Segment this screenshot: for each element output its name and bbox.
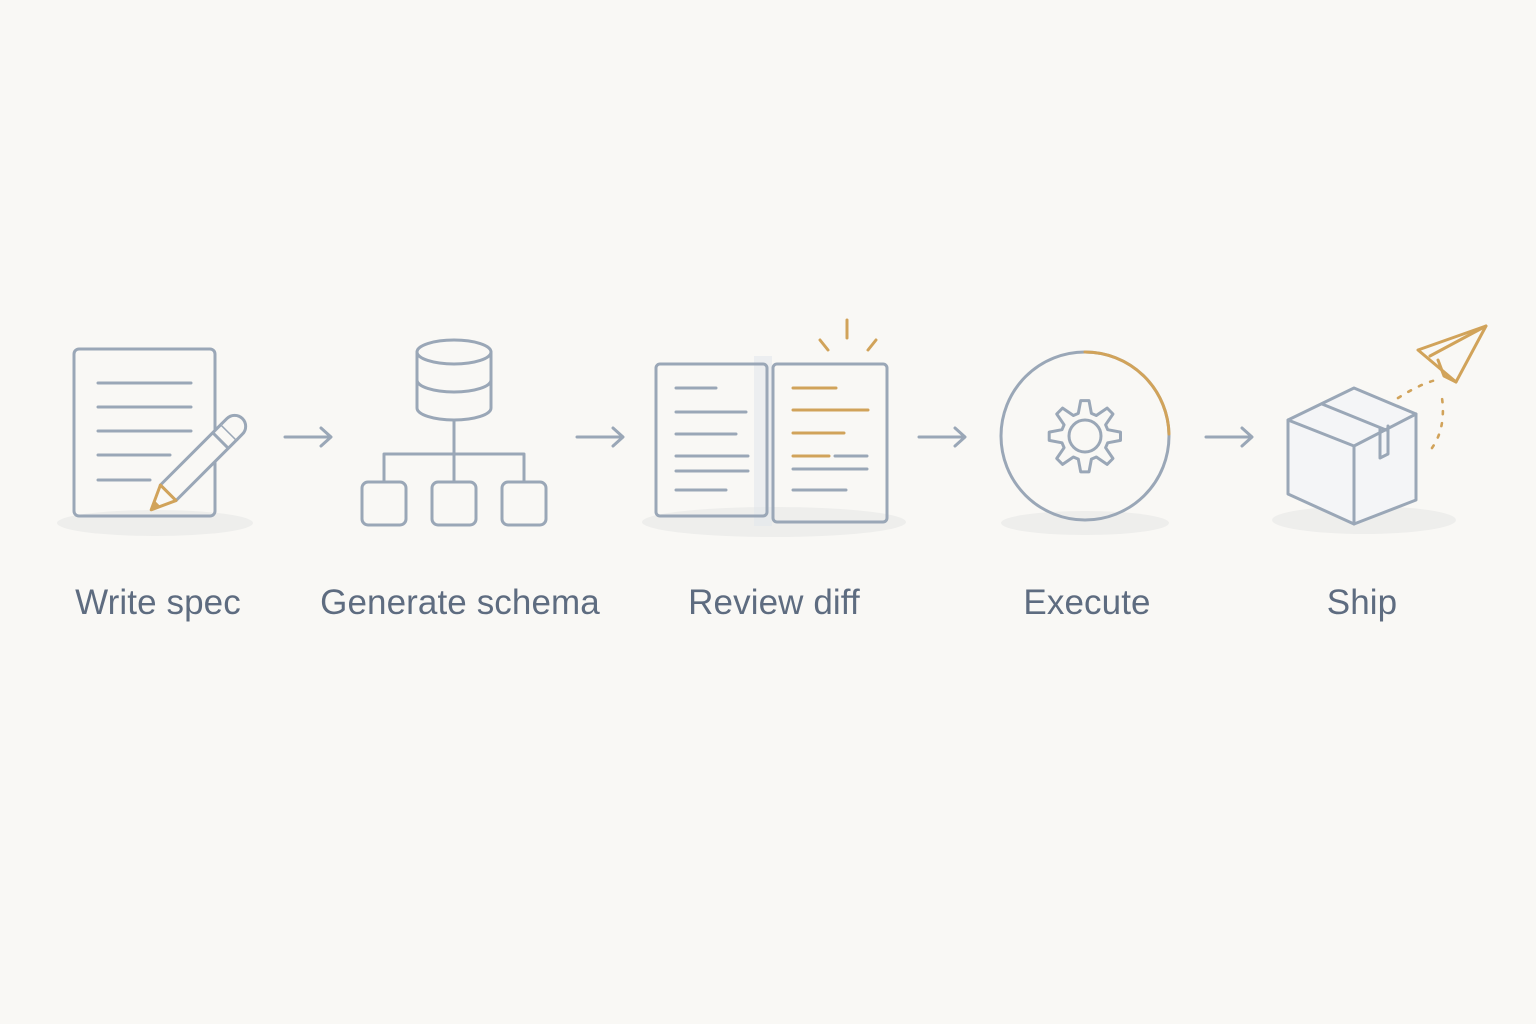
step-label-review-diff: Review diff [688,583,860,622]
box-paper-plane-icon [1272,324,1488,534]
side-by-side-diff-icon [642,318,906,537]
gear-progress-icon [999,350,1171,535]
step-label-ship: Ship [1326,583,1398,622]
arrow-right-icon [283,426,333,448]
arrow-right-icon [575,426,625,448]
step-label-generate-schema: Generate schema [320,583,600,622]
database-tree-icon [360,338,548,527]
step-label-execute: Execute [1023,583,1151,622]
arrow-right-icon [1204,426,1254,448]
arrow-right-icon [917,426,967,448]
document-pencil-icon [57,347,253,536]
step-label-write-spec: Write spec [75,583,241,622]
